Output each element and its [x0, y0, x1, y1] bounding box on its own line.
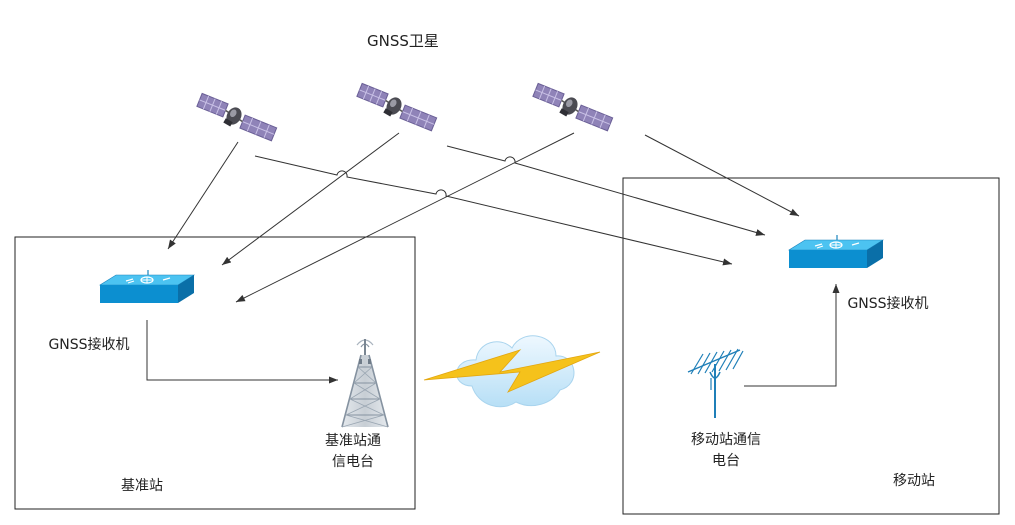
yagi-antenna-icon	[687, 348, 744, 418]
connection-line	[146, 320, 338, 384]
signal-line	[221, 132, 400, 266]
satellite-icon	[530, 82, 615, 132]
satellite-icon	[354, 82, 439, 132]
connection-line	[744, 284, 840, 387]
base-station-label: 基准站	[121, 477, 163, 494]
gnss-receiver-icon	[99, 269, 195, 304]
signal-line	[254, 155, 733, 266]
base-station-box	[14, 236, 416, 510]
rover-station-box	[622, 177, 1000, 515]
rover-radio-label-line1: 移动站通信	[691, 432, 761, 448]
base-receiver-label: GNSS接收机	[48, 336, 129, 353]
rover-receiver-label: GNSS接收机	[847, 295, 928, 312]
rover-station-label: 移动站	[893, 473, 935, 489]
lightning-icon	[423, 349, 601, 393]
satellite-icon	[194, 92, 279, 142]
signal-line	[167, 141, 239, 250]
radio-tower-icon	[341, 339, 389, 428]
signal-line	[446, 145, 766, 236]
base-radio-label-line1: 基准站通	[325, 432, 381, 449]
signal-line	[644, 134, 800, 217]
rover-radio-label-line2: 电台	[712, 453, 740, 469]
gnss-receiver-icon	[788, 234, 884, 269]
base-radio-label-line2: 信电台	[332, 454, 374, 470]
signal-line	[235, 132, 575, 303]
diagram-title: GNSS卫星	[367, 32, 439, 50]
